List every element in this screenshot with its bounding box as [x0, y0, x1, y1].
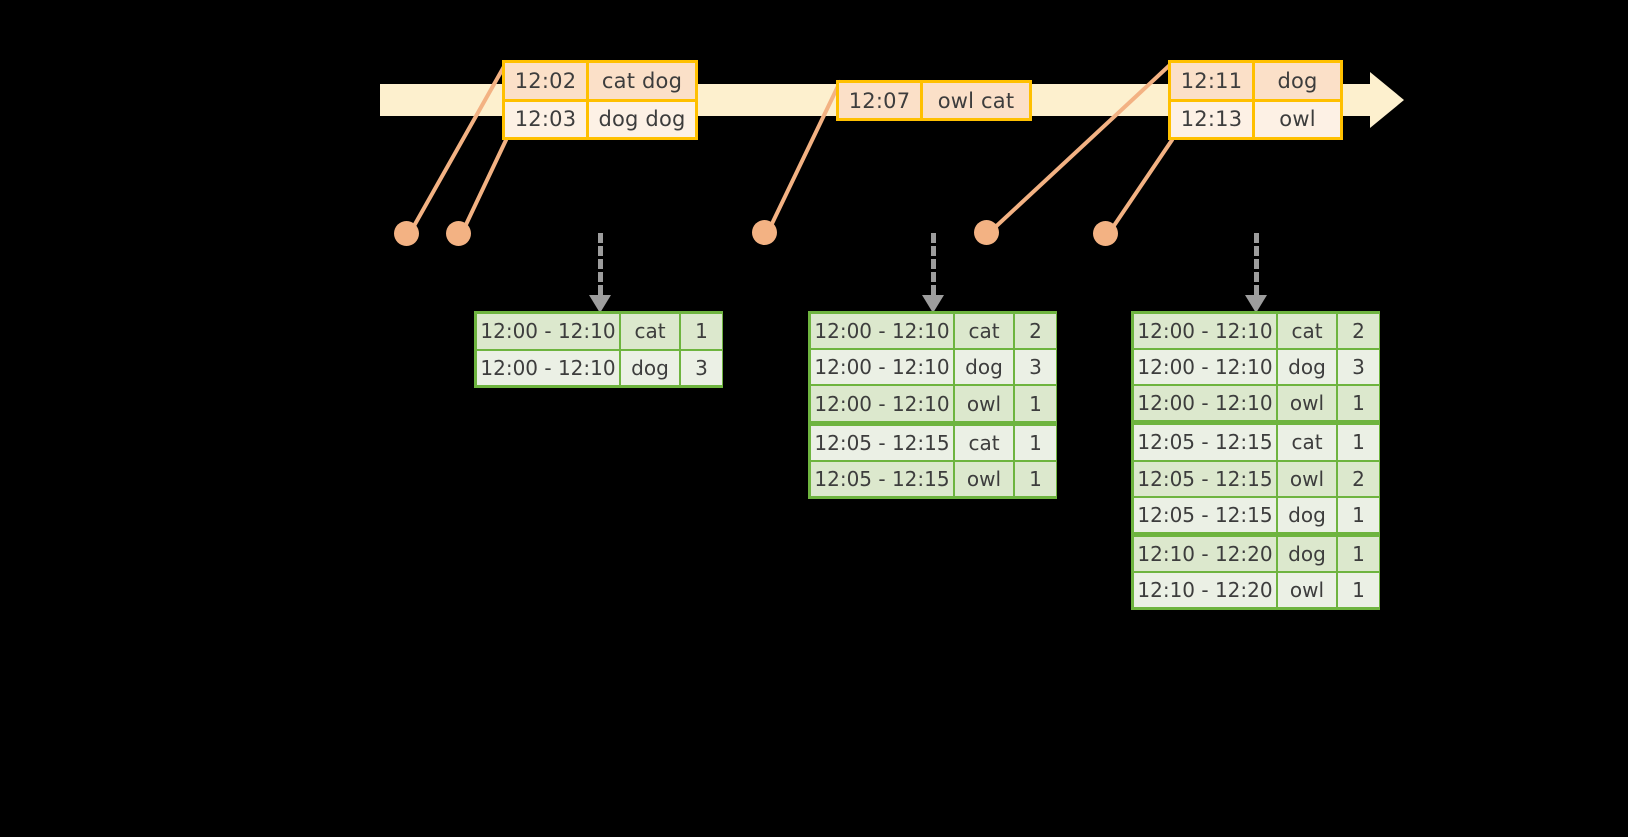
event-words: owl cat [937, 88, 1015, 113]
table-row: 12:10 - 12:20 owl 1 [1134, 572, 1379, 607]
event-words: dog dog [598, 107, 686, 132]
count-cell: 1 [1015, 386, 1056, 421]
word-cell: owl [955, 386, 1013, 421]
event-row: 12:13 owl [1171, 98, 1340, 137]
table-row: 12:00 - 12:10 cat 1 [477, 314, 722, 349]
count-cell: 1 [1338, 536, 1379, 571]
table-row: 12:00 - 12:10 owl 1 [811, 386, 1056, 421]
count-cell: 1 [1015, 425, 1056, 460]
window-cell: 12:00 - 12:10 [1134, 314, 1276, 349]
table-row: 12:00 - 12:10 cat 2 [1134, 314, 1379, 349]
event-row: 12:11 dog [1171, 63, 1340, 99]
dashed-arrow-2 [922, 233, 944, 313]
arrow-head [1245, 295, 1267, 313]
window-cell: 12:00 - 12:10 [477, 350, 619, 385]
dot-1 [394, 221, 419, 246]
arrow-shaft [598, 233, 608, 295]
word-cell: dog [1278, 536, 1336, 571]
count-cell: 3 [1015, 350, 1056, 385]
arrow-head [589, 295, 611, 313]
table-row: 12:05 - 12:15 owl 1 [811, 461, 1056, 497]
timeline-arrowhead [1370, 72, 1404, 128]
count-cell: 1 [1015, 461, 1056, 497]
count-cell: 1 [1338, 386, 1379, 421]
event-time: 12:07 [839, 83, 923, 118]
word-cell: owl [1278, 461, 1336, 496]
event-box-1: 12:02 cat dog 12:03 dog dog [502, 60, 698, 140]
word-cell: cat [1278, 314, 1336, 349]
word-cell: dog [1278, 497, 1336, 532]
event-row: 12:02 cat dog [505, 63, 695, 99]
table-row: 12:00 - 12:10 dog 3 [1134, 350, 1379, 385]
event-box-3: 12:11 dog 12:13 owl [1168, 60, 1343, 140]
word-cell: cat [955, 314, 1013, 349]
dot-2 [446, 221, 471, 246]
word-cell: owl [1278, 386, 1336, 421]
window-cell: 12:00 - 12:10 [811, 386, 953, 421]
count-cell: 1 [1338, 572, 1379, 607]
window-cell: 12:00 - 12:10 [1134, 386, 1276, 421]
count-cell: 1 [681, 314, 722, 349]
event-time: 12:02 [505, 63, 589, 99]
event-row: 12:03 dog dog [505, 98, 695, 137]
arrow-shaft [1254, 233, 1264, 295]
dashed-arrow-1 [589, 233, 611, 313]
word-cell: cat [1278, 425, 1336, 460]
count-cell: 3 [681, 350, 722, 385]
window-cell: 12:00 - 12:10 [811, 314, 953, 349]
event-time: 12:11 [1171, 63, 1255, 99]
window-cell: 12:10 - 12:20 [1134, 572, 1276, 607]
event-time: 12:13 [1171, 101, 1255, 137]
result-table-1: 12:00 - 12:10 cat 1 12:00 - 12:10 dog 3 [474, 311, 723, 388]
window-cell: 12:10 - 12:20 [1134, 536, 1276, 571]
window-cell: 12:00 - 12:10 [477, 314, 619, 349]
window-cell: 12:05 - 12:15 [811, 461, 953, 497]
table-row: 12:00 - 12:10 dog 3 [811, 350, 1056, 385]
window-cell: 12:05 - 12:15 [1134, 497, 1276, 532]
result-table-3: 12:00 - 12:10 cat 2 12:00 - 12:10 dog 3 … [1131, 311, 1380, 610]
window-cell: 12:05 - 12:15 [1134, 425, 1276, 460]
word-cell: cat [955, 425, 1013, 460]
window-cell: 12:00 - 12:10 [1134, 350, 1276, 385]
event-box-2: 12:07 owl cat [836, 80, 1032, 121]
table-row: 12:05 - 12:15 cat 1 [1134, 425, 1379, 460]
window-cell: 12:00 - 12:10 [811, 350, 953, 385]
window-cell: 12:05 - 12:15 [1134, 461, 1276, 496]
count-cell: 1 [1338, 497, 1379, 532]
table-row: 12:05 - 12:15 owl 2 [1134, 461, 1379, 496]
word-cell: dog [621, 350, 679, 385]
count-cell: 3 [1338, 350, 1379, 385]
word-cell: owl [955, 461, 1013, 497]
word-cell: dog [955, 350, 1013, 385]
count-cell: 2 [1015, 314, 1056, 349]
window-cell: 12:05 - 12:15 [811, 425, 953, 460]
arrow-head [922, 295, 944, 313]
result-table-2: 12:00 - 12:10 cat 2 12:00 - 12:10 dog 3 … [808, 311, 1057, 499]
table-row: 12:00 - 12:10 owl 1 [1134, 386, 1379, 421]
word-cell: owl [1278, 572, 1336, 607]
dot-5 [1093, 221, 1118, 246]
count-cell: 2 [1338, 314, 1379, 349]
dot-3 [752, 220, 777, 245]
dot-4 [974, 220, 999, 245]
table-row: 12:10 - 12:20 dog 1 [1134, 536, 1379, 571]
event-words: owl [1279, 107, 1316, 132]
table-row: 12:00 - 12:10 cat 2 [811, 314, 1056, 349]
table-row: 12:00 - 12:10 dog 3 [477, 350, 722, 385]
table-row: 12:05 - 12:15 dog 1 [1134, 497, 1379, 532]
event-words: cat dog [601, 68, 683, 93]
count-cell: 2 [1338, 461, 1379, 496]
count-cell: 1 [1338, 425, 1379, 460]
event-row: 12:07 owl cat [839, 83, 1029, 118]
event-words: dog [1277, 68, 1318, 93]
word-cell: dog [1278, 350, 1336, 385]
event-time: 12:03 [505, 101, 589, 137]
word-cell: cat [621, 314, 679, 349]
arrow-shaft [931, 233, 941, 295]
table-row: 12:05 - 12:15 cat 1 [811, 425, 1056, 460]
dashed-arrow-3 [1245, 233, 1267, 313]
